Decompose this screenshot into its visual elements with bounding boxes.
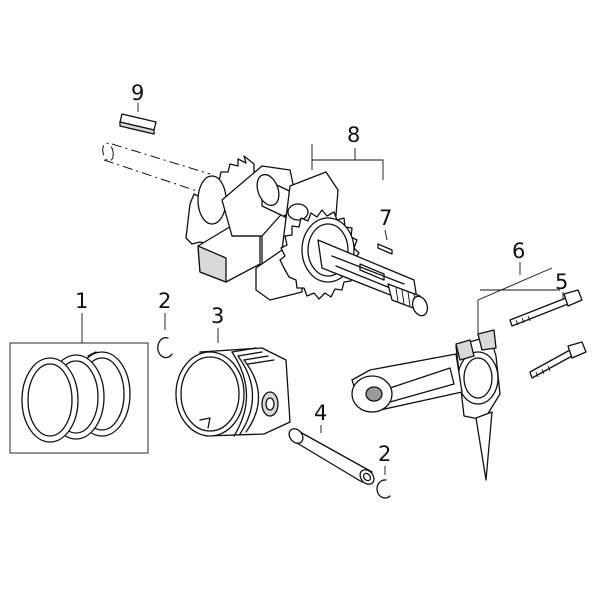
crank-key (377, 243, 393, 255)
leader-lines (81, 103, 564, 475)
callout-6: 6 (512, 239, 525, 263)
callout-5: 5 (555, 270, 568, 294)
pto-key (119, 113, 157, 135)
circlip-right (376, 479, 391, 499)
callout-8: 8 (347, 123, 360, 147)
callout-9: 9 (131, 81, 144, 105)
callout-7: 7 (379, 206, 392, 230)
callout-3: 3 (211, 304, 224, 328)
crankshaft (102, 142, 429, 317)
callout-2-left: 2 (158, 289, 171, 313)
connecting-rod (351, 329, 501, 481)
callout-1: 1 (75, 289, 88, 313)
piston (175, 347, 291, 437)
conrod-bolts (509, 289, 587, 379)
piston-pin (288, 428, 375, 485)
callout-2-right: 2 (378, 442, 391, 466)
piston-ring-set (9, 342, 149, 454)
callout-4: 4 (314, 401, 327, 425)
circlip-left (157, 336, 173, 359)
